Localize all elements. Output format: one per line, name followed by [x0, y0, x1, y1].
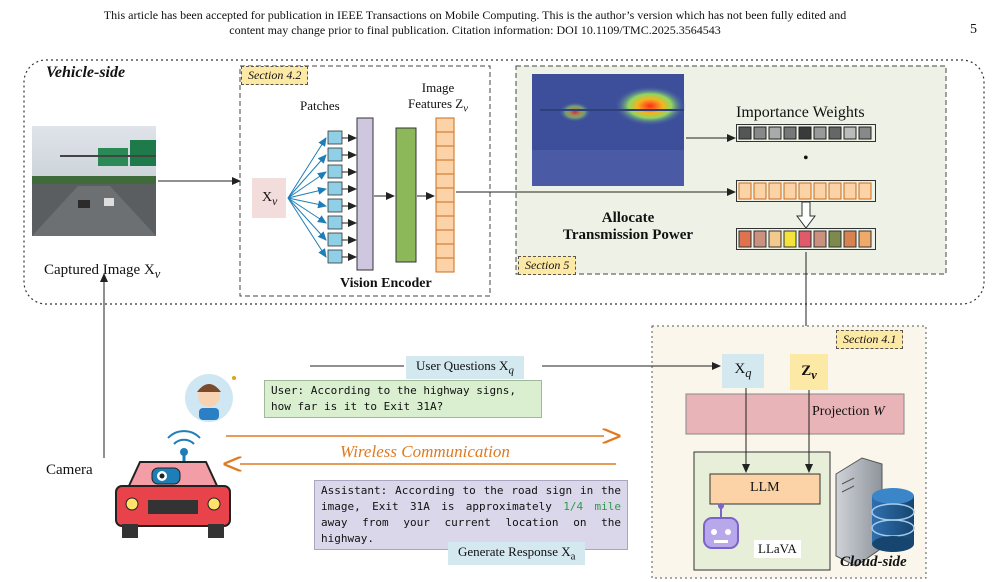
importance-weight-cell	[738, 126, 752, 140]
feature-row-cells	[736, 180, 876, 202]
importance-weight-cell	[768, 126, 782, 140]
xv-input-box	[252, 178, 286, 218]
zv-cloud-box: Zv	[790, 354, 828, 390]
patch-cells	[327, 130, 343, 264]
importance-weight-cells	[736, 124, 876, 142]
xv-label: Xv	[262, 190, 278, 208]
feature-cell	[798, 182, 812, 200]
feature-cell	[858, 182, 872, 200]
section-4-1-tag: Section 4.1	[836, 330, 904, 349]
camera-label: Camera	[46, 462, 93, 478]
header-line-2: content may change prior to final public…	[229, 23, 721, 37]
feature-cell	[813, 182, 827, 200]
importance-weight-cell	[813, 126, 827, 140]
llava-label: LLaVA	[754, 540, 801, 558]
importance-weight-cell	[843, 126, 857, 140]
user-question-bubble: User: According to the highway signs, ho…	[264, 380, 542, 418]
importance-weight-cell	[783, 126, 797, 140]
importance-weight-cell	[828, 126, 842, 140]
wireless-communication-label: Wireless Communication	[340, 442, 510, 461]
xq-cloud-box: Xq	[722, 354, 764, 388]
user-questions-tag: User Questions Xq	[406, 356, 524, 379]
feature-cell	[738, 182, 752, 200]
feature-cell	[843, 182, 857, 200]
section-4-2-tag: Section 4.2	[241, 66, 309, 85]
allocated-feature-cell	[843, 230, 857, 248]
section-5-tag: Section 5	[518, 256, 577, 275]
captured-image-label: Captured Image Xv	[44, 262, 161, 281]
allocated-feature-cells	[736, 228, 876, 250]
llm-box	[709, 473, 821, 505]
projection-label: Projection W	[812, 404, 885, 419]
patches-label: Patches	[300, 98, 340, 113]
paper-header: This article has been accepted for publi…	[0, 8, 950, 38]
importance-weight-cell	[753, 126, 767, 140]
page-number: 5	[970, 22, 977, 37]
feature-cell	[768, 182, 782, 200]
allocated-feature-cell	[768, 230, 782, 248]
encoder-layer-2	[395, 127, 417, 263]
dot-product-symbol: •	[803, 150, 809, 167]
vehicle-side-title: Vehicle-side	[46, 64, 126, 81]
importance-weight-cell	[858, 126, 872, 140]
vehicle-side-region	[23, 59, 985, 305]
encoder-layer-1	[356, 117, 374, 271]
database-icon	[871, 488, 915, 552]
feature-cell	[753, 182, 767, 200]
vision-encoder-label: Vision Encoder	[340, 276, 432, 291]
importance-weights-label: Importance Weights	[736, 104, 865, 121]
weighting-arrow	[796, 201, 816, 229]
feature-cell	[783, 182, 797, 200]
allocated-feature-cell	[738, 230, 752, 248]
importance-weight-cell	[798, 126, 812, 140]
llm-label: LLM	[750, 480, 780, 495]
allocated-feature-cell	[813, 230, 827, 248]
allocated-feature-cell	[798, 230, 812, 248]
generate-response-tag: Generate Response Xa	[448, 542, 586, 565]
patch-links	[287, 137, 327, 258]
car-icon	[115, 430, 231, 538]
feature-vector-cells	[435, 117, 455, 273]
projection-box	[685, 393, 905, 435]
attention-heatmap	[532, 74, 686, 186]
cloud-side-title: Cloud-side	[840, 554, 907, 570]
patch-to-encoder	[342, 134, 357, 261]
allocated-feature-cell	[753, 230, 767, 248]
header-line-1: This article has been accepted for publi…	[103, 8, 847, 22]
user-avatar-icon	[185, 374, 236, 422]
assistant-response-bubble: Assistant: According to the road sign in…	[314, 480, 628, 550]
allocated-feature-cell	[783, 230, 797, 248]
captured-image	[32, 126, 156, 236]
robot-icon	[703, 503, 739, 549]
allocated-feature-cell	[858, 230, 872, 248]
allocated-feature-cell	[828, 230, 842, 248]
feature-cell	[828, 182, 842, 200]
